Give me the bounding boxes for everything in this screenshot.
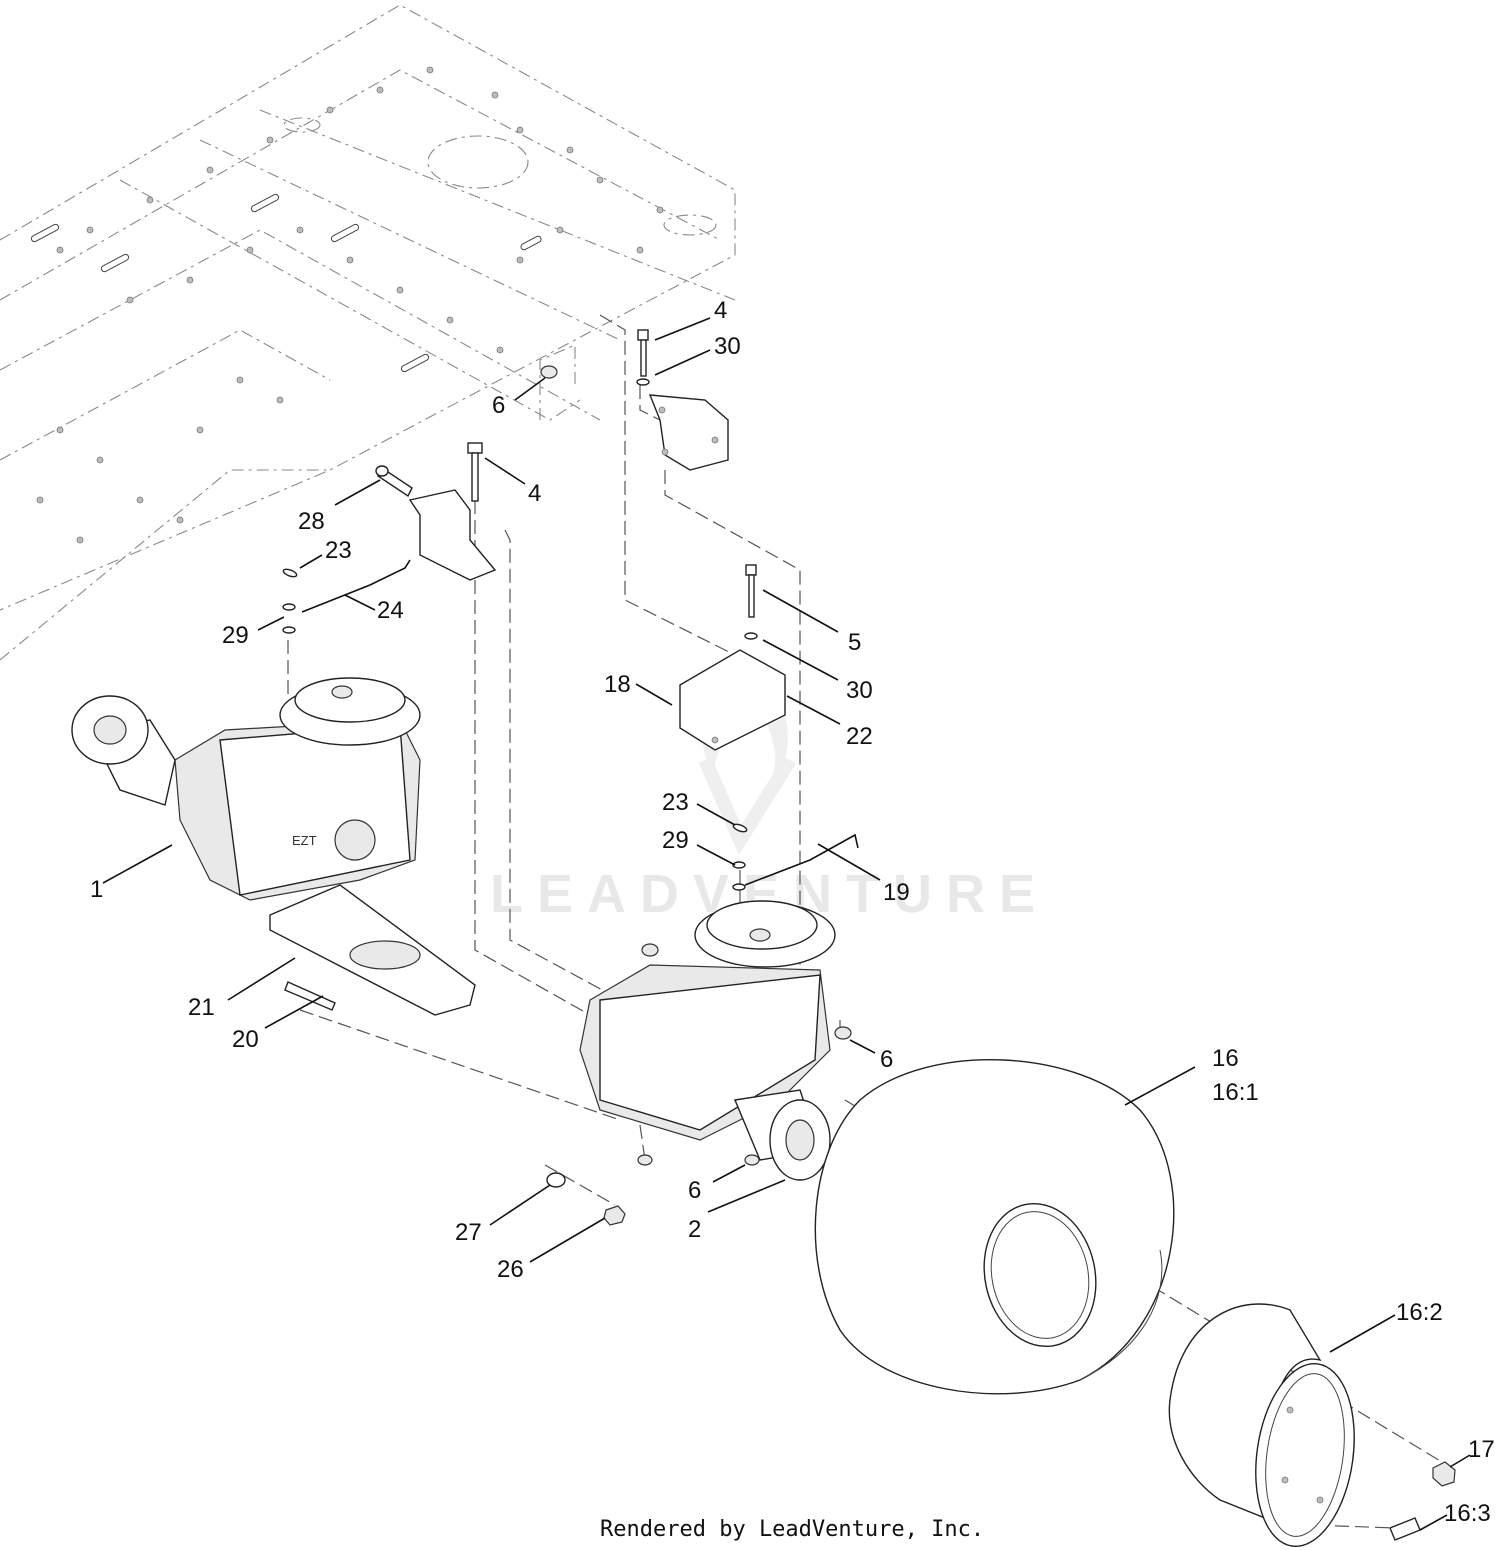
callout-6: 6 xyxy=(880,1046,893,1073)
washer-27 xyxy=(546,1172,566,1188)
callout-26: 26 xyxy=(497,1256,524,1283)
callout-5: 5 xyxy=(848,629,861,656)
rod-19 xyxy=(744,833,859,886)
washers-29 xyxy=(282,603,746,891)
callout-1: 1 xyxy=(90,876,103,903)
callout-2: 2 xyxy=(688,1216,701,1243)
callout-29: 29 xyxy=(662,827,689,854)
callout-23: 23 xyxy=(662,789,689,816)
callout-16: 16 xyxy=(1212,1045,1239,1072)
callout-22: 22 xyxy=(846,723,873,750)
callout-17: 17 xyxy=(1468,1436,1495,1463)
leader-lines xyxy=(102,317,1471,1531)
callout-30: 30 xyxy=(714,333,741,360)
footer-credit: Rendered by LeadVenture, Inc. xyxy=(600,1517,984,1542)
callout-16-1: 16:1 xyxy=(1212,1079,1259,1106)
bracket-left-upper xyxy=(408,489,497,581)
clips-23 xyxy=(282,568,748,833)
callout-28: 28 xyxy=(298,508,325,535)
chassis-frame xyxy=(0,4,736,661)
callout-4: 4 xyxy=(528,480,541,507)
bracket-18 xyxy=(679,649,786,751)
svg-text:EZT: EZT xyxy=(292,833,317,848)
callout-30: 30 xyxy=(846,677,873,704)
pin-20 xyxy=(284,981,336,1011)
transaxle-right xyxy=(579,900,852,1181)
bracket-upper-right xyxy=(648,394,729,471)
callout-4: 4 xyxy=(714,297,727,324)
nut-6-frame xyxy=(540,365,558,379)
rod-24 xyxy=(301,559,411,613)
callout-23: 23 xyxy=(325,537,352,564)
callout-27: 27 xyxy=(455,1219,482,1246)
wheel-rim xyxy=(1168,1303,1355,1548)
bolt-28 xyxy=(375,465,413,498)
alignment-lines xyxy=(287,314,1456,1529)
callout-19: 19 xyxy=(883,879,910,906)
callout-6: 6 xyxy=(688,1177,701,1204)
bolt-5 xyxy=(744,564,758,640)
bolt-4-upper xyxy=(636,329,650,386)
transaxle-left: EZT xyxy=(71,677,421,901)
bolt-4-lower xyxy=(467,442,483,502)
callout-18: 18 xyxy=(604,671,631,698)
callout-16-2: 16:2 xyxy=(1396,1299,1443,1326)
callout-6: 6 xyxy=(492,392,505,419)
callout-20: 20 xyxy=(232,1026,259,1053)
callout-16-3: 16:3 xyxy=(1444,1500,1491,1527)
lug-nut-17 xyxy=(1432,1461,1456,1487)
nut-26 xyxy=(603,1205,626,1226)
valve-stem xyxy=(1389,1517,1421,1541)
tire xyxy=(814,1059,1175,1395)
callout-24: 24 xyxy=(377,597,404,624)
callout-29: 29 xyxy=(222,622,249,649)
callouts: 1 2 4 30 6 4 28 23 24 29 5 30 18 22 23 2… xyxy=(90,297,1495,1527)
callout-21: 21 xyxy=(188,994,215,1021)
mount-plate-21 xyxy=(269,884,476,1016)
